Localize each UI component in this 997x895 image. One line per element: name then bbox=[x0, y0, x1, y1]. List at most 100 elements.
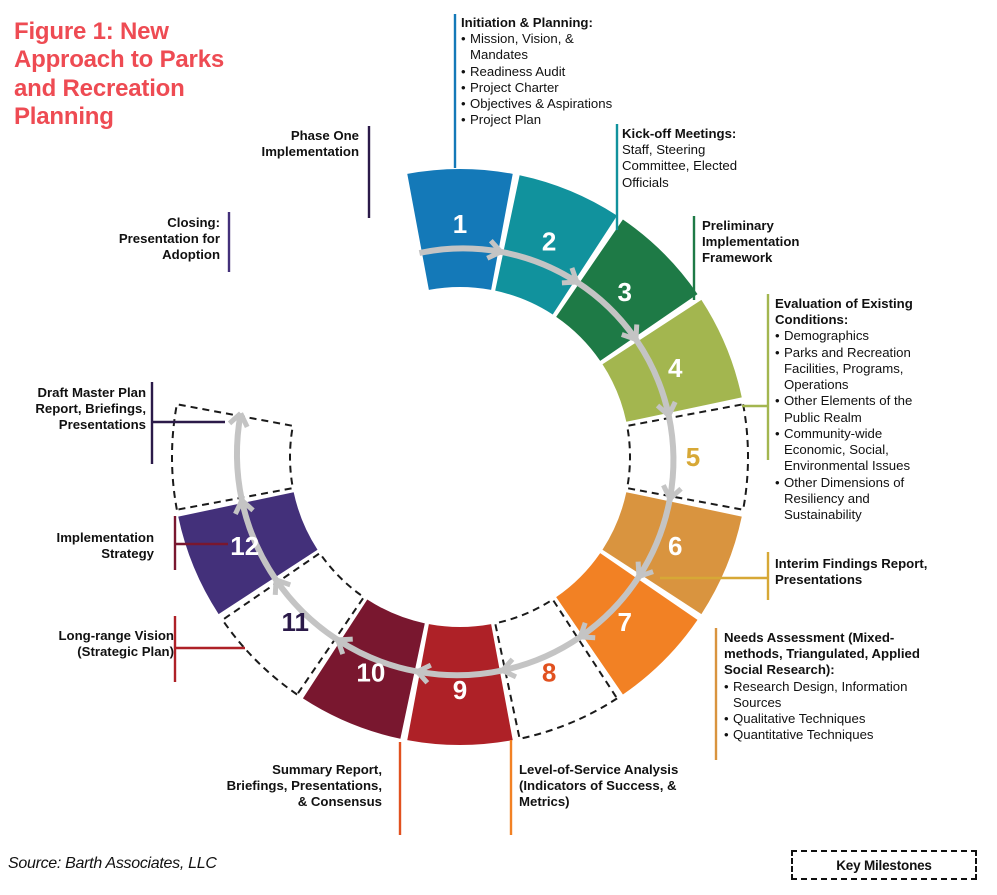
wheel-segment-11[interactable] bbox=[221, 551, 366, 696]
callout-longrange-header: Long-range Vision (Strategic Plan) bbox=[58, 628, 174, 660]
callout-evaluation-conditions: Evaluation of Existing Conditions: Demog… bbox=[775, 296, 935, 523]
flow-arrow-head bbox=[227, 411, 250, 428]
flow-arrow-head bbox=[635, 561, 654, 579]
segment-number-10: 10 bbox=[356, 657, 385, 687]
callout-interim-findings: Interim Findings Report, Presentations bbox=[775, 556, 940, 588]
callout-preliminary-header: Preliminary Implementation Framework bbox=[702, 218, 800, 266]
callout-implementation-strategy: Implementation Strategy bbox=[24, 530, 154, 562]
callout-summary-header: Summary Report, Briefings, Presentations… bbox=[226, 762, 382, 810]
list-item: Other Elements of the Public Realm bbox=[775, 393, 935, 425]
flow-arrow-arc bbox=[665, 414, 677, 500]
segment-number-6: 6 bbox=[668, 531, 682, 561]
flow-arrow-head bbox=[561, 267, 580, 286]
wheel-segment-9[interactable] bbox=[407, 624, 513, 745]
flow-arrow-head bbox=[620, 324, 640, 342]
callout-closing-header: Closing: Presentation for Adoption bbox=[118, 215, 220, 263]
callout-kickoff-header: Kick-off Meetings: bbox=[622, 126, 737, 141]
flow-arrow-head bbox=[500, 657, 518, 680]
flow-arrow-arc bbox=[238, 499, 279, 582]
segment-number-11: 11 bbox=[281, 607, 309, 637]
wheel-segment-7[interactable] bbox=[556, 553, 698, 695]
callout-closing-adoption: Closing: Presentation for Adoption bbox=[95, 215, 220, 264]
callout-evaluation-list: Demographics Parks and Recreation Facili… bbox=[775, 328, 935, 523]
wheel-segment-1[interactable] bbox=[407, 169, 513, 290]
wheel-segment-5[interactable] bbox=[625, 403, 750, 511]
callout-preliminary-framework: Preliminary Implementation Framework bbox=[702, 218, 852, 267]
list-item: Project Charter bbox=[461, 80, 631, 96]
callout-phaseone-header: Phase One Implementation bbox=[261, 128, 359, 160]
flow-arrow-head bbox=[233, 498, 255, 515]
flow-arrow-arc bbox=[416, 667, 504, 679]
flow-arrow-arc bbox=[233, 412, 245, 502]
wheel-segment-8[interactable] bbox=[494, 598, 619, 740]
callout-initiation-list: Mission, Vision, & Mandates Readiness Au… bbox=[461, 31, 631, 129]
segment-number-2: 2 bbox=[542, 227, 556, 257]
key-milestones-label: Key Milestones bbox=[836, 857, 932, 873]
segment-number-9: 9 bbox=[453, 675, 467, 705]
flow-arrow-head bbox=[272, 577, 292, 596]
segment-number-12: 12 bbox=[230, 531, 259, 561]
list-item: Parks and Recreation Facilities, Program… bbox=[775, 345, 935, 394]
callout-long-range-vision: Long-range Vision (Strategic Plan) bbox=[24, 628, 174, 660]
flow-arrow-head bbox=[661, 484, 683, 501]
flow-arrow-arc bbox=[336, 637, 418, 675]
list-item: Mission, Vision, & Mandates bbox=[461, 31, 631, 63]
callout-kickoff-body: Staff, Steering Committee, Elected Offic… bbox=[622, 142, 738, 190]
wheel-segment-4[interactable] bbox=[602, 299, 742, 422]
callout-interim-header: Interim Findings Report, Presentations bbox=[775, 556, 928, 588]
callout-kickoff-meetings: Kick-off Meetings: Staff, Steering Commi… bbox=[622, 126, 762, 191]
flow-arrow-arc bbox=[501, 634, 582, 674]
callout-phase-one-implementation: Phase One Implementation bbox=[230, 128, 359, 160]
list-item: Quantitative Techniques bbox=[724, 727, 934, 743]
segment-number-5: 5 bbox=[686, 442, 700, 472]
callout-needs-header: Needs Assessment (Mixed-methods, Triangu… bbox=[724, 630, 920, 678]
wheel-segments-layer bbox=[170, 169, 750, 745]
list-item: Research Design, Information Sources bbox=[724, 679, 934, 711]
flow-arrow-arc bbox=[273, 578, 340, 643]
segment-number-8: 8 bbox=[542, 657, 556, 687]
callout-needs-assessment: Needs Assessment (Mixed-methods, Triangu… bbox=[724, 630, 934, 744]
callout-los-header: Level-of-Service Analysis (Indicators of… bbox=[519, 762, 679, 810]
flow-arrow-head bbox=[486, 238, 503, 261]
flow-arrow-head bbox=[335, 636, 353, 655]
flow-arrow-arc bbox=[633, 337, 672, 417]
wheel-segment-3[interactable] bbox=[556, 219, 698, 361]
callout-summary-report: Summary Report, Briefings, Presentations… bbox=[222, 762, 382, 811]
segment-number-4: 4 bbox=[668, 353, 683, 383]
callout-initiation-planning: Initiation & Planning: Mission, Vision, … bbox=[461, 15, 631, 129]
page-title: Figure 1: New Approach to Parks and Recr… bbox=[14, 18, 224, 130]
flow-arrow-arc bbox=[578, 574, 642, 640]
callout-needs-list: Research Design, Information Sources Qua… bbox=[724, 679, 934, 744]
callout-initiation-header: Initiation & Planning: bbox=[461, 15, 593, 30]
callout-level-of-service: Level-of-Service Analysis (Indicators of… bbox=[519, 762, 689, 811]
flow-arrow-arc bbox=[500, 248, 579, 285]
flow-arrow-arc bbox=[636, 498, 673, 579]
flow-arrow-arc bbox=[418, 245, 502, 256]
list-item: Other Dimensions of Resiliency and Susta… bbox=[775, 475, 935, 524]
callout-evaluation-header: Evaluation of Existing Conditions: bbox=[775, 296, 913, 328]
segment-number-1: 1 bbox=[453, 209, 467, 239]
source-note: Source: Barth Associates, LLC bbox=[8, 855, 217, 872]
callout-draft-header: Draft Master Plan Report, Briefings, Pre… bbox=[35, 385, 146, 433]
segment-number-7: 7 bbox=[618, 607, 632, 637]
callout-implementation-header: Implementation Strategy bbox=[56, 530, 154, 562]
list-item: Qualitative Techniques bbox=[724, 711, 934, 727]
wheel-segment-12[interactable] bbox=[178, 492, 318, 615]
wheel-segment-2[interactable] bbox=[495, 175, 618, 315]
wheel-segment-10[interactable] bbox=[302, 599, 425, 739]
callout-leader-lines-layer bbox=[150, 14, 770, 835]
segment-number-3: 3 bbox=[618, 277, 632, 307]
wheel-arrow-spiral-layer bbox=[227, 238, 683, 685]
wheel-segment-6[interactable] bbox=[602, 492, 742, 615]
list-item: Readiness Audit bbox=[461, 64, 631, 80]
callout-draft-master-plan: Draft Master Plan Report, Briefings, Pre… bbox=[24, 385, 146, 434]
list-item: Project Plan bbox=[461, 112, 631, 128]
list-item: Community-wide Economic, Social, Environ… bbox=[775, 426, 935, 475]
flow-arrow-arc bbox=[575, 279, 639, 342]
list-item: Objectives & Aspirations bbox=[461, 96, 631, 112]
key-milestones-legend: Key Milestones bbox=[791, 850, 977, 880]
wheel-segment-phase-one-milestone[interactable] bbox=[170, 403, 295, 511]
flow-arrow-head bbox=[577, 621, 596, 641]
